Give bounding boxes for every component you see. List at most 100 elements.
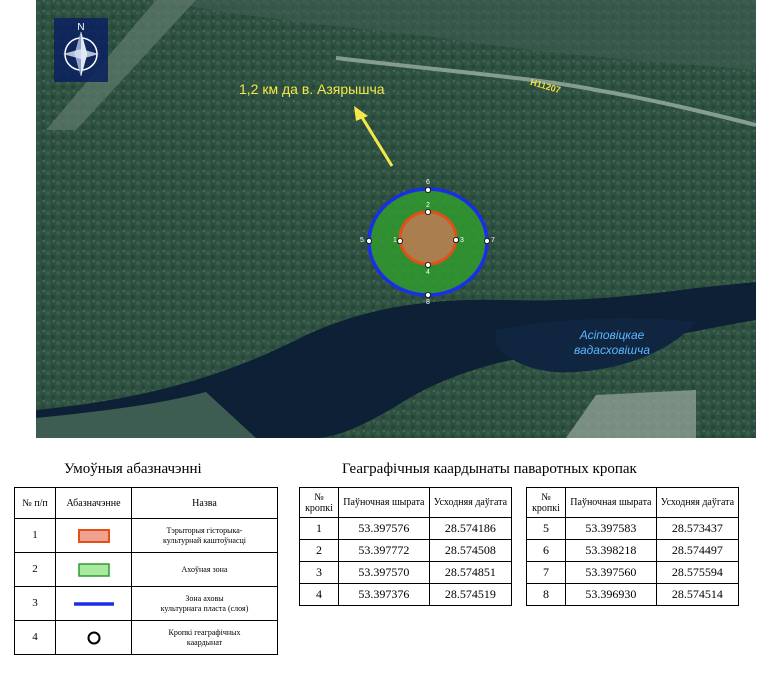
point-num: 1 (299, 517, 339, 540)
point-label-6: 6 (426, 179, 430, 186)
table-row: 7 53.397560 28.575594 (526, 561, 740, 584)
field-strip (46, 0, 196, 130)
point-lon: 28.574497 (655, 539, 740, 562)
legend-row-name: Тэрыторыя гісторыка- культурнай каштоўна… (131, 518, 278, 553)
legend-name-line: культурнага пласта (слоя) (160, 603, 249, 613)
reservoir-bay (496, 318, 696, 373)
legend-symbol-coordinate-point (55, 620, 132, 655)
point-lat: 53.397376 (338, 583, 430, 606)
water-label-line2: вадасховішча (574, 343, 651, 357)
point-num: 8 (526, 583, 566, 606)
coordinate-points (365, 186, 490, 298)
legend-symbol-historic-territory (55, 518, 132, 553)
coordinates-title: Геаграфічныя каардынаты паваротных кропа… (342, 461, 637, 477)
orange-rect-icon (77, 528, 110, 543)
legend-name-line: Кропкі геаграфічных (168, 627, 241, 637)
point-label-7: 7 (491, 237, 495, 244)
legend-symbol-protection-zone (55, 552, 132, 587)
coordinates-table-2: № кропкі Паўночная шырата Усходняя даўга… (526, 487, 740, 606)
water-label-line1: Асіповіцкае (579, 328, 645, 342)
forest-top (36, 0, 756, 70)
point-lat: 53.397576 (338, 517, 430, 540)
north-arrow-icon: N (54, 18, 108, 82)
legend-header-row: № п/п Абазначэнне Назва (14, 487, 278, 519)
point-lat: 53.396930 (565, 583, 657, 606)
table-row: 1 53.397576 28.574186 (299, 517, 513, 540)
legend-row: 3 Зона аховы культурнага пласта (слоя) (14, 586, 278, 621)
point-lon: 28.574851 (428, 561, 513, 584)
point-lat: 53.397772 (338, 539, 430, 562)
point-num: 3 (299, 561, 339, 584)
point-8 (424, 291, 431, 298)
point-lon: 28.574508 (428, 539, 513, 562)
table-row: 4 53.397376 28.574519 (299, 583, 513, 606)
distance-label: 1,2 км да в. Азярышча (239, 81, 385, 97)
legend-row: 4 Кропкі геаграфічных каардынат (14, 620, 278, 655)
point-lat: 53.397570 (338, 561, 430, 584)
coordinates-table-1: № кропкі Паўночная шырата Усходняя даўга… (299, 487, 513, 606)
point-label-1: 1 (393, 237, 397, 244)
coords-header-lat: Паўночная шырата (338, 487, 430, 518)
legend-row-num: 4 (14, 620, 56, 655)
legend-name-line: Ахоўная зона (181, 564, 228, 574)
legend-row-name: Ахоўная зона (131, 552, 278, 587)
point-label-4: 4 (426, 269, 430, 276)
legend-name-line: культурнай каштоўнасці (162, 535, 246, 545)
table-row: 6 53.398218 28.574497 (526, 539, 740, 562)
legend-row-name: Зона аховы культурнага пласта (слоя) (131, 586, 278, 621)
point-4 (424, 261, 431, 268)
point-label-8: 8 (426, 299, 430, 306)
legend-row-num: 1 (14, 518, 56, 553)
point-num: 4 (299, 583, 339, 606)
point-6 (424, 186, 431, 193)
direction-arrow-head (354, 106, 368, 121)
point-lon: 28.574186 (428, 517, 513, 540)
point-num: 2 (299, 539, 339, 562)
table-row: 8 53.396930 28.574514 (526, 583, 740, 606)
coords-header-lon: Усходняя даўгата (655, 487, 740, 518)
legend-row-name: Кропкі геаграфічных каардынат (131, 620, 278, 655)
coords-header-num: № кропкі (299, 487, 339, 518)
point-lat: 53.397560 (565, 561, 657, 584)
point-label-2: 2 (426, 202, 430, 209)
coords-header-lat: Паўночная шырата (565, 487, 657, 518)
south-shore (36, 392, 256, 438)
direction-arrow-line (358, 113, 394, 167)
legend-row: 2 Ахоўная зона (14, 552, 278, 587)
road (335, 56, 756, 127)
coords-header-lon: Усходняя даўгата (428, 487, 513, 518)
legend-row-num: 2 (14, 552, 56, 587)
point-label-3: 3 (460, 237, 464, 244)
point-5 (365, 237, 372, 244)
legend-header-symbol: Абазначэнне (55, 487, 132, 519)
historic-territory-area (400, 212, 456, 264)
point-label-5: 5 (360, 237, 364, 244)
black-circle-icon (87, 631, 100, 644)
legend-header-num: № п/п (14, 487, 56, 519)
legend-symbol-cultural-layer (55, 586, 132, 621)
compass-north-label: N (77, 22, 84, 33)
field-south (566, 390, 696, 438)
coords-header-row: № кропкі Паўночная шырата Усходняя даўга… (299, 487, 513, 518)
legend-name-line: каардынат (186, 637, 223, 647)
legend-title: Умоўныя абазначэнні (64, 461, 202, 477)
coords-header-num: № кропкі (526, 487, 566, 518)
point-lon: 28.573437 (655, 517, 740, 540)
point-3 (452, 236, 459, 243)
point-lon: 28.574519 (428, 583, 513, 606)
satellite-map[interactable]: N Н11207 1,2 км да в. Азярышча Асіповіцк… (36, 0, 756, 438)
legend-name-line: Тэрыторыя гісторыка- (166, 525, 243, 535)
point-lon: 28.575594 (655, 561, 740, 584)
legend-table: № п/п Абазначэнне Назва 1 Тэрыторыя гіст… (14, 487, 278, 655)
green-rect-icon (77, 562, 110, 577)
point-lat: 53.398218 (565, 539, 657, 562)
blue-line-icon (73, 601, 114, 606)
legend-row: 1 Тэрыторыя гісторыка- культурнай каштоў… (14, 518, 278, 553)
point-lat: 53.397583 (565, 517, 657, 540)
legend-row-num: 3 (14, 586, 56, 621)
point-num: 5 (526, 517, 566, 540)
point-2 (424, 208, 431, 215)
table-row: 5 53.397583 28.573437 (526, 517, 740, 540)
point-num: 7 (526, 561, 566, 584)
point-1 (396, 237, 403, 244)
